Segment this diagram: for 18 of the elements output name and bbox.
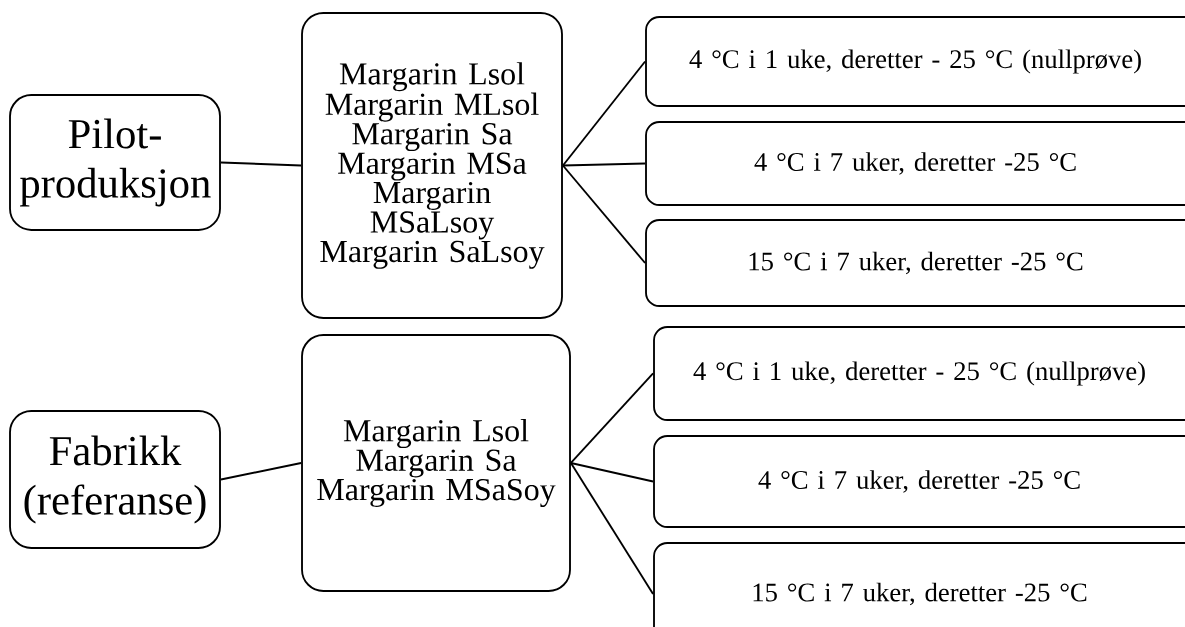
start-box: Pilot- produksjon [9,94,221,231]
condition-box: 4 °C i 1 uke, deretter - 25 °C (nullprøve) [653,326,1185,421]
start-box: Fabrikk (referanse) [9,410,221,549]
product-box: Margarin Lsol Margarin MLsol Margarin Sa Margarin MSa Margarin MSaLsoy Margarin SaLsoy [301,12,563,319]
connector-line [220,161,302,167]
condition-box: 4 °C i 7 uker, deretter -25 °C [645,121,1185,206]
connector-line [562,162,646,167]
condition-box: 4 °C i 1 uke, deretter - 25 °C (nullprøve) [645,16,1185,107]
condition-box: 15 °C i 7 uker, deretter -25 °C [653,542,1185,627]
connector-line [220,462,302,481]
condition-box: 15 °C i 7 uker, deretter -25 °C [645,219,1185,307]
connector-line [570,372,654,464]
condition-box: 4 °C i 7 uker, deretter -25 °C [653,435,1185,528]
connector-line [562,60,646,167]
connector-line [570,462,654,483]
connector-line [562,164,646,264]
connector-line [570,462,654,595]
product-box: Margarin Lsol Margarin Sa Margarin MSaSoy [301,334,571,592]
